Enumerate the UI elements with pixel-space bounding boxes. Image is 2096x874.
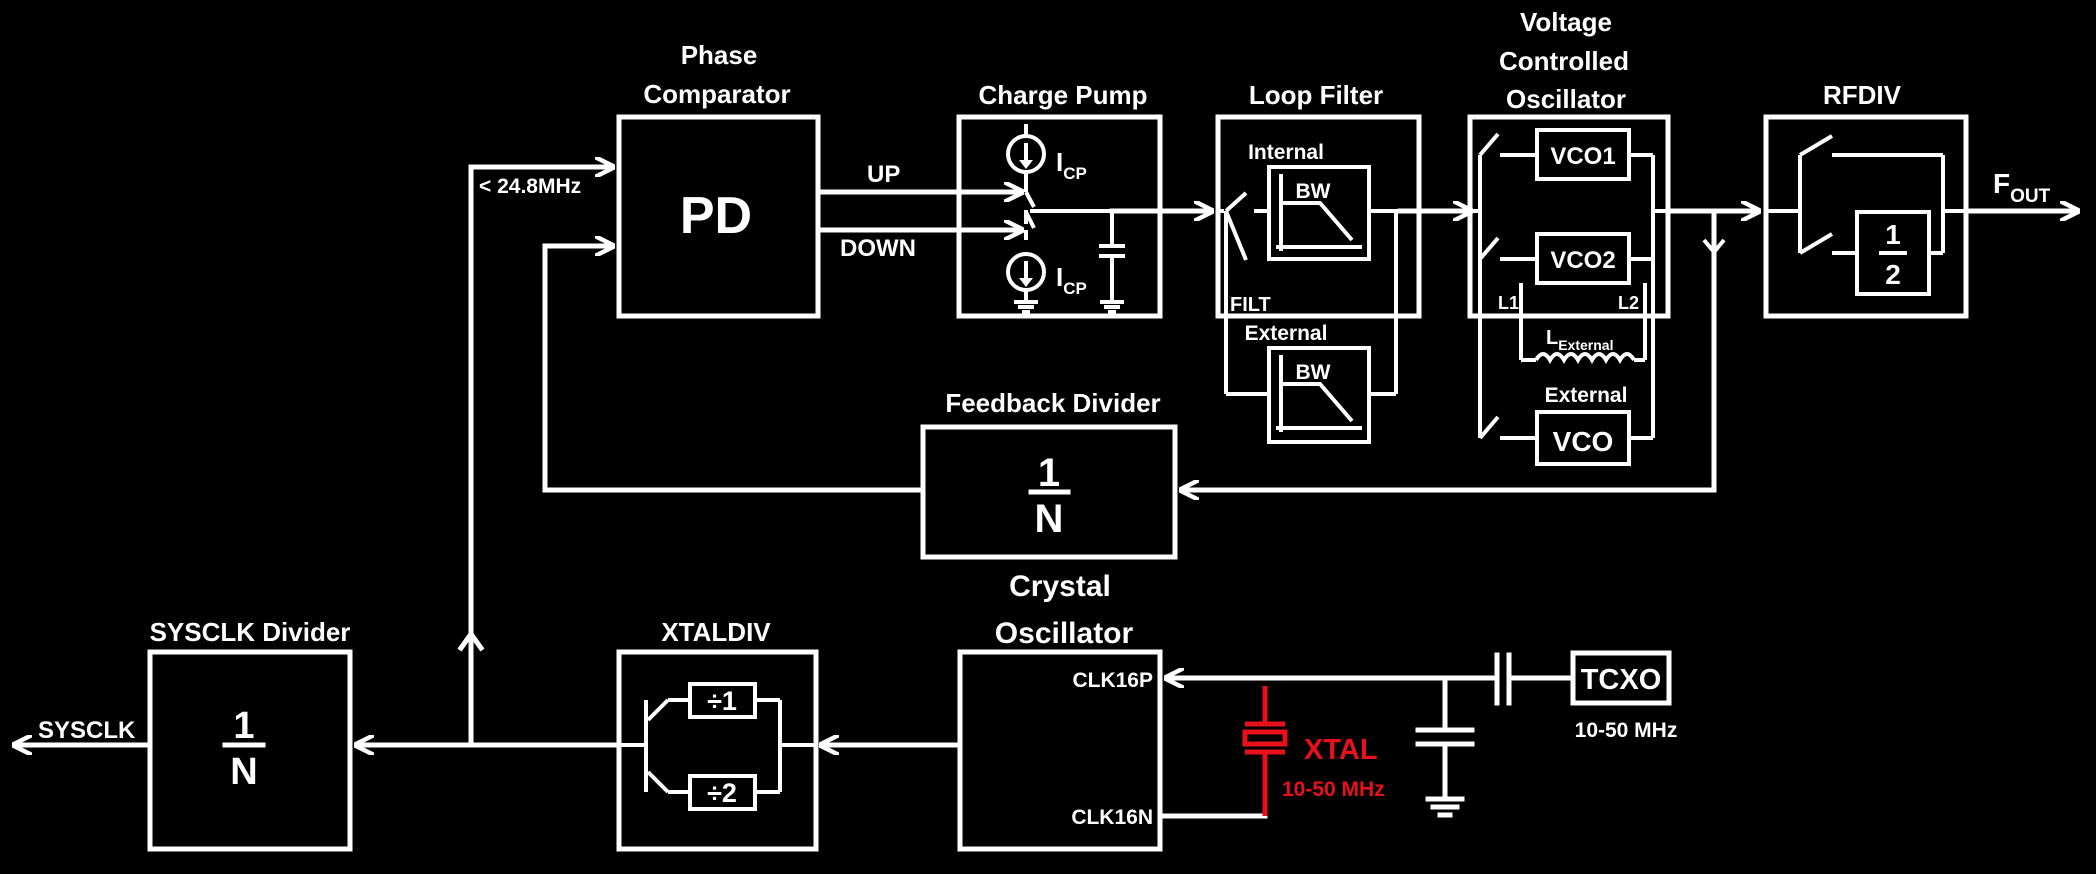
sysclk-divider-den: N: [230, 751, 257, 793]
crystal-oscillator-title: Crystal: [1009, 570, 1111, 603]
sysclk-divider-title: SYSCLK Divider: [150, 617, 351, 647]
tcxo-block: TCXO 10-50 MHz: [1570, 650, 1678, 742]
vco-title: Controlled: [1499, 46, 1629, 76]
sysclk-label: SYSCLK: [38, 717, 136, 744]
icp-bottom-label: ICP: [1056, 262, 1087, 298]
feedback-divider-den: N: [1035, 497, 1064, 541]
fout-label: FOUT: [1993, 168, 2051, 207]
vco1-label: VCO1: [1550, 143, 1615, 170]
phase-comparator-title: Phase: [681, 40, 758, 70]
phase-comparator-title: Comparator: [643, 79, 790, 109]
filt-label: FILT: [1230, 294, 1271, 316]
tcxo-freq-label: 10-50 MHz: [1575, 719, 1678, 742]
loop-filter-block: Loop Filter FILT Internal BW External BW: [1215, 80, 1422, 444]
ref-freq-label: < 24.8MHz: [479, 175, 581, 198]
crystal-oscillator-block: Crystal Oscillator CLK16P CLK16N: [957, 570, 1163, 852]
xtal-freq-label: 10-50 MHz: [1282, 778, 1385, 801]
internal-bw-label: Internal: [1248, 141, 1324, 164]
l2-label: L2: [1618, 293, 1639, 313]
external-bw-label: External: [1245, 322, 1328, 345]
loop-filter-title: Loop Filter: [1249, 80, 1383, 110]
xtal-crystal: XTAL 10-50 MHz: [1242, 686, 1385, 816]
clk16p-label: CLK16P: [1072, 669, 1153, 692]
icp-top-label: ICP: [1056, 147, 1087, 183]
vco-title: Voltage: [1520, 7, 1612, 37]
tcxo-label: TCXO: [1581, 664, 1662, 696]
lexternal-label: LExternal: [1546, 327, 1613, 353]
external-vco-label: External: [1545, 384, 1628, 407]
vco-title: Oscillator: [1506, 84, 1626, 114]
crystal-oscillator-title: Oscillator: [995, 617, 1134, 650]
tcxo-coupling: [1409, 652, 1576, 818]
xtal-label: XTAL: [1304, 734, 1378, 766]
l1-label: L1: [1498, 293, 1519, 313]
feedback-divider-num: 1: [1038, 451, 1060, 495]
xtaldiv-block: XTALDIV ÷1 ÷2: [616, 617, 819, 852]
div1-label: ÷1: [707, 686, 737, 716]
pd-label: PD: [680, 187, 752, 245]
sysclk-divider-block: SYSCLK Divider 1 N: [147, 617, 353, 852]
internal-bw-text: BW: [1296, 180, 1331, 203]
div2-label: ÷2: [707, 778, 737, 808]
vco2-label: VCO2: [1550, 247, 1615, 274]
external-bw-text: BW: [1296, 361, 1331, 384]
feedback-divider-title: Feedback Divider: [945, 388, 1160, 418]
rfdiv-num: 1: [1885, 219, 1901, 250]
sysclk-divider-num: 1: [233, 705, 254, 747]
phase-comparator-block: Phase Comparator PD: [616, 40, 821, 319]
charge-pump-title: Charge Pump: [978, 80, 1147, 110]
clk16n-label: CLK16N: [1071, 806, 1153, 829]
xtaldiv-title: XTALDIV: [661, 617, 771, 647]
up-signal-label: UP: [867, 161, 900, 188]
charge-pump-block: Charge Pump ICP ICP: [956, 80, 1163, 319]
feedback-divider-block: Feedback Divider 1 N: [920, 388, 1178, 560]
rfdiv-block: RFDIV 1 2: [1763, 80, 1969, 319]
vco-block: Voltage Controlled Oscillator VCO1 VCO2 …: [1467, 7, 1671, 466]
rfdiv-den: 2: [1885, 259, 1901, 290]
down-signal-label: DOWN: [840, 235, 916, 262]
ext-vco-label: VCO: [1553, 426, 1614, 457]
rfdiv-title: RFDIV: [1823, 80, 1902, 110]
